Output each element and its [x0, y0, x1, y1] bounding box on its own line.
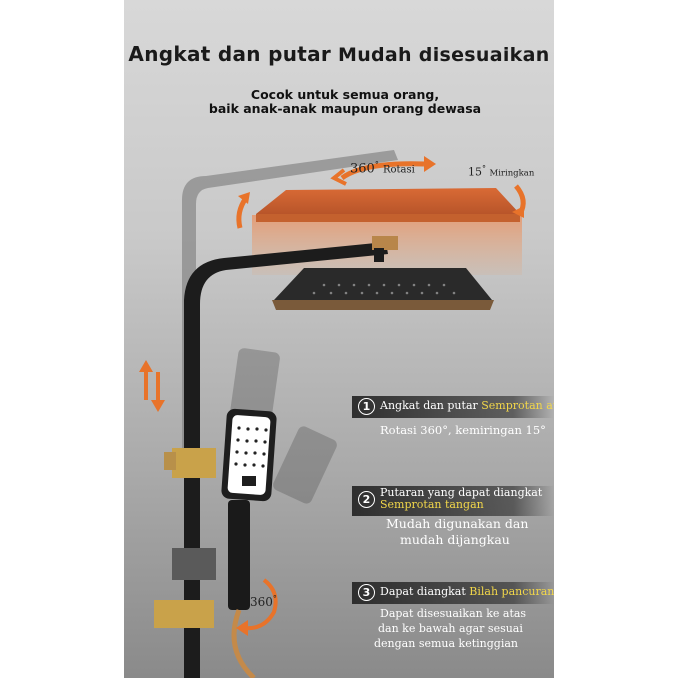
tilt-degree-label: 15° Miringkan: [468, 164, 535, 179]
feature-3-desc-line-1: Dapat disesuaikan ke atas: [380, 607, 527, 620]
feature-2-desc-line-2: mudah dijangkau: [400, 532, 510, 547]
feature-3-desc-line-2: dan ke bawah agar sesuai: [378, 622, 523, 635]
feature-3-number: 3: [358, 584, 375, 601]
feature-1-desc: Rotasi 360°, kemiringan 15°: [380, 423, 546, 437]
subtitle-line-1: Cocok untuk semua orang,: [250, 87, 440, 102]
tilted-shower-head: [256, 188, 520, 214]
feature-1-text: Angkat dan putar Semprotan atas: [380, 399, 554, 412]
shower-hose: [231, 609, 256, 678]
rain-shower-head: [274, 268, 492, 300]
ghost-handheld-2: [273, 426, 337, 504]
gold-bracket: [172, 448, 216, 478]
hose-rotate-label: 360°: [250, 594, 277, 609]
feature-2-desc-line-1: Mudah digunakan dan: [386, 516, 529, 531]
feature-2-number: 2: [358, 491, 375, 508]
feature-2-banner: 2 Putaran yang dapat diangkat Semprotan …: [352, 486, 554, 516]
title-part-1: Angkat dan putar: [128, 42, 332, 66]
tilt-arrow-left: [236, 196, 249, 229]
feature-3-desc-line-3: dengan semua ketinggian: [374, 637, 518, 650]
handheld-sprayer: [221, 408, 277, 610]
hose-rotate-arrow: [243, 578, 278, 631]
feature-2-text: Putaran yang dapat diangkat Semprotan ta…: [380, 486, 543, 511]
feature-3-banner: 3 Dapat diangkat Bilah pancuran: [352, 582, 554, 604]
gold-valve: [154, 600, 214, 628]
page-title: Angkat dan putar Mudah disesuaikan: [124, 42, 554, 66]
feature-1-number: 1: [358, 398, 375, 415]
feature-1-banner: 1 Angkat dan putar Semprotan atas: [352, 396, 554, 418]
feature-3-text: Dapat diangkat Bilah pancuran: [380, 585, 554, 598]
product-panel: Angkat dan putar Mudah disesuaikan Cocok…: [124, 0, 554, 678]
rotate-arrow: [340, 161, 425, 181]
ghost-shower-arm: [182, 150, 398, 460]
rotate-degree-label: 360° Rotasi: [350, 160, 415, 177]
title-part-2: Mudah disesuaikan: [338, 44, 550, 66]
shower-illustration: [139, 150, 526, 678]
subtitle-line-2: baik anak-anak maupun orang dewasa: [208, 101, 482, 116]
